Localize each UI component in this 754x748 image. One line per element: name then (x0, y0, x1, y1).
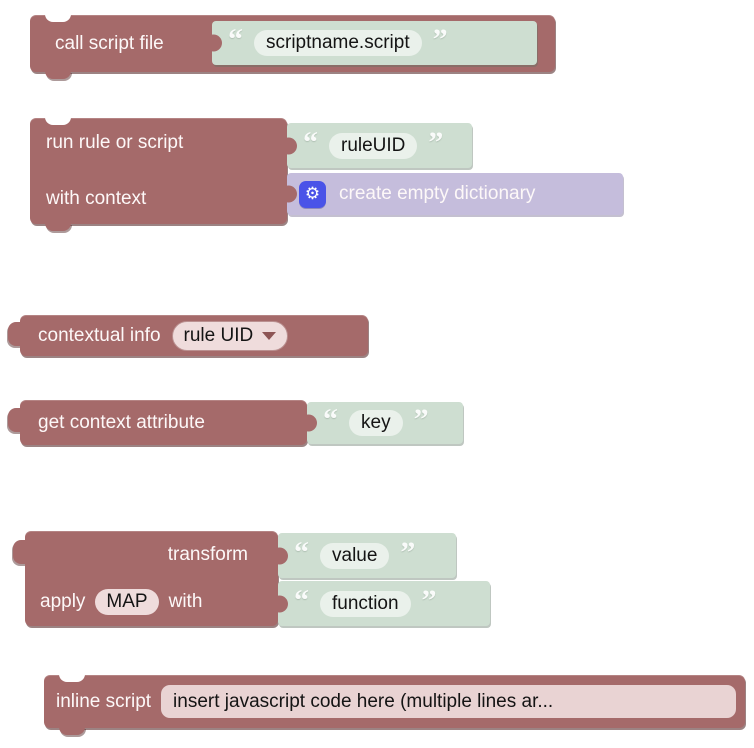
dictionary-block[interactable]: ⚙ create empty dictionary (287, 173, 623, 215)
block-contextual-info[interactable]: contextual info rule UID (8, 315, 368, 356)
chevron-down-icon (262, 331, 277, 340)
string-block-function[interactable]: “ function ” (278, 581, 490, 626)
string-block-key[interactable]: “ key ” (307, 402, 463, 444)
apply-label: apply (40, 591, 86, 612)
function-field[interactable]: function (320, 590, 411, 617)
contextual-info-dropdown[interactable]: rule UID (171, 320, 289, 351)
output-connector-tab (13, 540, 26, 564)
call-script-file-label: call script file (55, 32, 164, 54)
string-block-ruleuid[interactable]: “ ruleUID ” (287, 123, 472, 168)
gear-icon: ⚙ (304, 183, 321, 204)
with-context-label: with context (46, 188, 147, 209)
previous-connector-notch (59, 674, 85, 682)
next-connector-bump (59, 727, 85, 735)
scriptname-field[interactable]: scriptname.script (254, 30, 422, 56)
get-context-attribute-label: get context attribute (38, 411, 205, 433)
transformation-type-field[interactable]: MAP (95, 589, 159, 615)
previous-connector-notch (45, 14, 71, 22)
output-connector-tab (8, 322, 21, 346)
inline-script-label: inline script (56, 690, 152, 712)
next-connector-bump (45, 223, 71, 231)
inline-code-field[interactable]: insert javascript code here (multiple li… (161, 685, 736, 718)
block-run-rule-or-script[interactable]: run rule or script with context (30, 117, 287, 231)
rule-uid-field[interactable]: ruleUID (329, 132, 418, 159)
dropdown-selected-value: rule UID (183, 324, 254, 346)
output-connector-tab (8, 408, 21, 432)
with-label: with (168, 591, 203, 612)
transform-label: transform (167, 543, 248, 565)
run-rule-label: run rule or script (46, 132, 184, 153)
value-field[interactable]: value (320, 542, 390, 569)
block-get-context-attribute[interactable]: get context attribute (8, 400, 307, 445)
create-empty-dictionary-label: create empty dictionary (339, 183, 536, 204)
gear-mutator-button[interactable]: ⚙ (299, 180, 326, 208)
next-connector-bump (45, 71, 71, 79)
key-field[interactable]: key (349, 410, 403, 436)
string-block-scriptname[interactable]: “ scriptname.script ” (212, 21, 537, 65)
string-block-value[interactable]: “ value ” (278, 533, 456, 578)
contextual-info-label: contextual info (38, 324, 161, 346)
block-inline-script[interactable]: inline script insert javascript code her… (44, 674, 745, 735)
block-transform[interactable]: transform apply MAP with (13, 531, 278, 626)
previous-connector-notch (45, 117, 71, 125)
